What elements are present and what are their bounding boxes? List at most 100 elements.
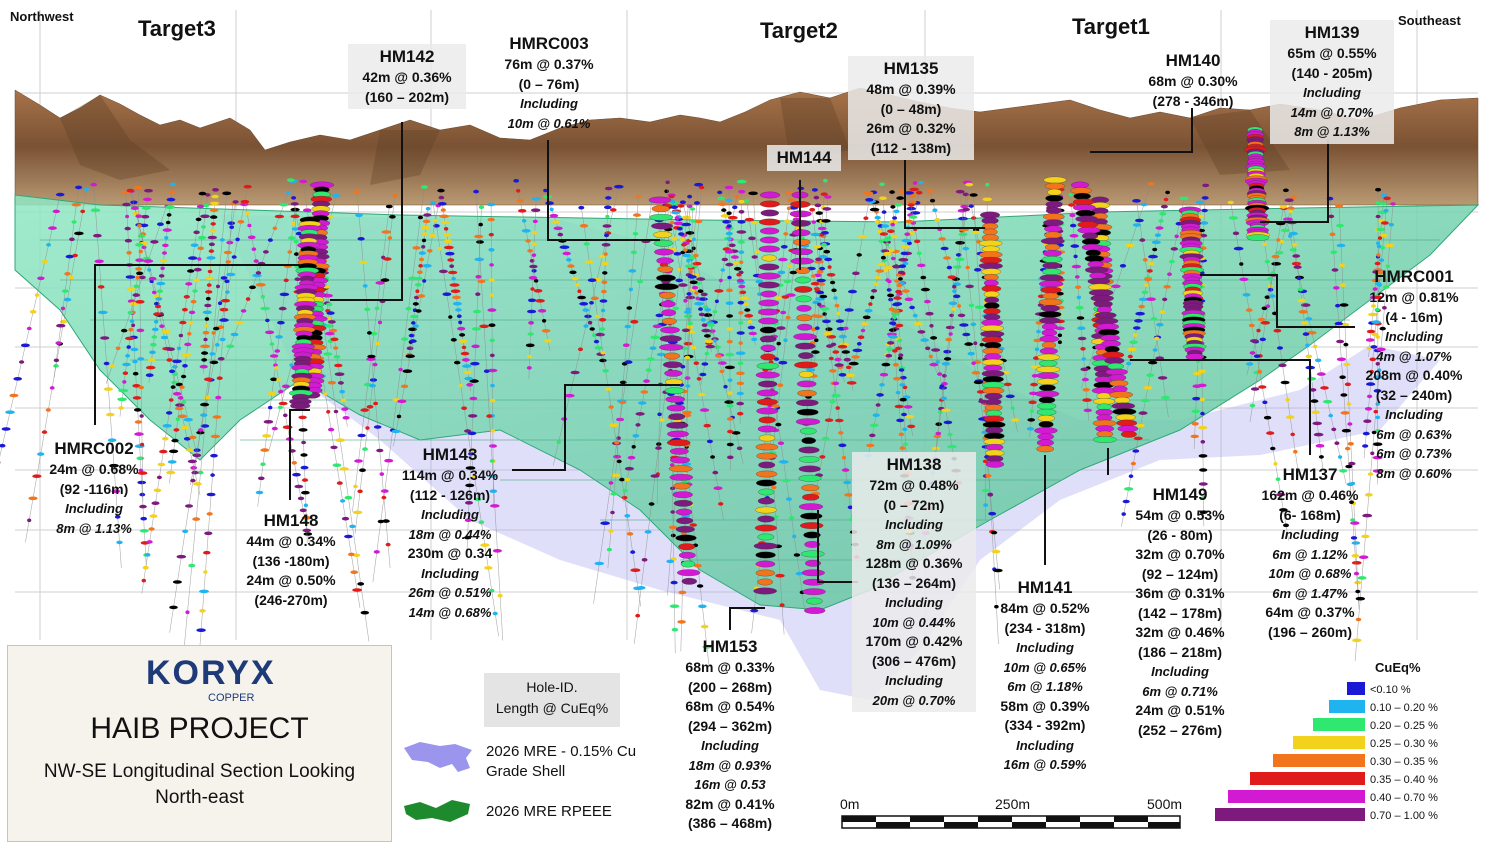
grade-disc <box>1273 328 1282 333</box>
grade-disc <box>1070 244 1080 248</box>
grade-disc <box>735 351 746 356</box>
grade-disc <box>173 428 180 432</box>
grade-disc <box>773 357 780 361</box>
grade-disc-major <box>985 460 1005 468</box>
grade-disc <box>678 232 685 236</box>
grade-disc-major <box>760 290 778 298</box>
grade-disc <box>366 405 374 409</box>
grade-disc <box>465 483 475 488</box>
grade-disc <box>937 410 943 414</box>
grade-disc <box>532 230 538 235</box>
grade-disc-major <box>758 461 776 469</box>
grade-disc <box>156 289 163 294</box>
grade-disc <box>154 320 159 324</box>
grade-disc <box>599 318 607 322</box>
grade-disc <box>903 442 909 447</box>
grade-disc <box>183 295 190 299</box>
grade-disc <box>829 369 837 373</box>
grade-disc-major <box>798 352 814 359</box>
intercept-line: (112 - 126m) <box>409 486 491 503</box>
grade-disc <box>679 237 686 242</box>
grade-disc <box>968 303 975 308</box>
intercept-sub-line: 18m @ 0.93% <box>688 757 772 773</box>
grade-disc-major <box>1109 374 1127 382</box>
grade-disc <box>824 418 834 423</box>
grade-disc <box>694 301 704 306</box>
grade-disc <box>188 435 197 440</box>
grade-disc <box>55 192 65 197</box>
grade-disc <box>531 253 537 257</box>
grade-disc <box>477 279 486 284</box>
grade-disc <box>1199 221 1209 225</box>
grade-disc <box>247 223 252 228</box>
grade-disc-major <box>656 274 676 282</box>
grade-disc <box>1029 409 1034 413</box>
grade-disc <box>196 628 206 632</box>
grade-disc <box>19 360 25 364</box>
grade-disc <box>151 335 158 339</box>
grade-disc-major <box>755 371 780 379</box>
grade-disc <box>354 459 363 463</box>
grade-disc <box>879 196 887 200</box>
grade-disc <box>1259 337 1267 342</box>
grade-disc <box>439 269 448 274</box>
grade-disc <box>478 205 485 209</box>
intercept-sub-line: 16m @ 0.59% <box>1003 757 1087 772</box>
grade-disc <box>1125 243 1135 248</box>
grade-disc <box>382 519 390 523</box>
grade-disc <box>443 227 449 231</box>
grade-disc <box>1143 386 1153 390</box>
grade-disc <box>866 443 875 448</box>
grade-disc <box>456 314 462 319</box>
grade-disc <box>721 257 728 262</box>
grade-disc <box>1384 243 1395 248</box>
grade-disc-major <box>985 426 1004 434</box>
grade-disc <box>1140 398 1150 403</box>
grade-disc <box>1285 398 1290 402</box>
grade-disc <box>46 243 51 247</box>
grade-disc <box>754 250 760 254</box>
grade-disc <box>412 324 419 328</box>
grade-disc <box>601 289 607 294</box>
grade-disc <box>1011 418 1020 422</box>
grade-disc <box>959 323 969 327</box>
grade-shell-legend: 2026 MRE - 0.15% Cu Grade Shell <box>486 742 636 782</box>
grade-disc <box>208 249 215 253</box>
grade-disc <box>52 209 60 214</box>
grade-disc-major <box>1090 294 1114 302</box>
grade-disc <box>1077 336 1087 341</box>
grade-disc <box>723 384 728 389</box>
grade-disc <box>146 540 153 544</box>
intercept-sub-line: 10m @ 0.68% <box>1268 566 1352 581</box>
grade-disc <box>69 237 75 242</box>
grade-disc <box>687 275 697 279</box>
grade-disc-major <box>984 302 1000 310</box>
grade-disc <box>738 189 746 194</box>
grade-disc <box>139 504 147 509</box>
pit-benches <box>40 239 1440 561</box>
grade-disc <box>401 337 409 341</box>
grade-disc <box>464 535 472 540</box>
grade-disc <box>367 331 372 335</box>
grade-disc <box>126 345 131 349</box>
grade-disc <box>973 341 978 346</box>
grade-disc <box>344 534 353 539</box>
grade-disc <box>726 339 733 344</box>
grade-disc-major <box>798 503 824 511</box>
grade-disc-major <box>1036 445 1055 453</box>
grade-disc <box>632 434 640 438</box>
grade-disc <box>748 191 758 196</box>
grade-disc <box>173 392 182 396</box>
grade-disc <box>219 337 226 342</box>
grade-disc <box>1267 277 1273 281</box>
grade-disc <box>1292 254 1301 258</box>
grade-disc <box>402 369 413 374</box>
cueq-legend: CuEq% <0.10 %0.10 – 0.20 %0.20 – 0.25 %0… <box>1215 660 1485 825</box>
grade-disc <box>1005 394 1015 399</box>
grade-disc-major <box>666 439 691 447</box>
grade-disc <box>1174 234 1179 239</box>
grade-disc-major <box>1039 335 1059 343</box>
hole-id: HM149 <box>1152 485 1208 504</box>
grade-disc <box>175 382 183 387</box>
